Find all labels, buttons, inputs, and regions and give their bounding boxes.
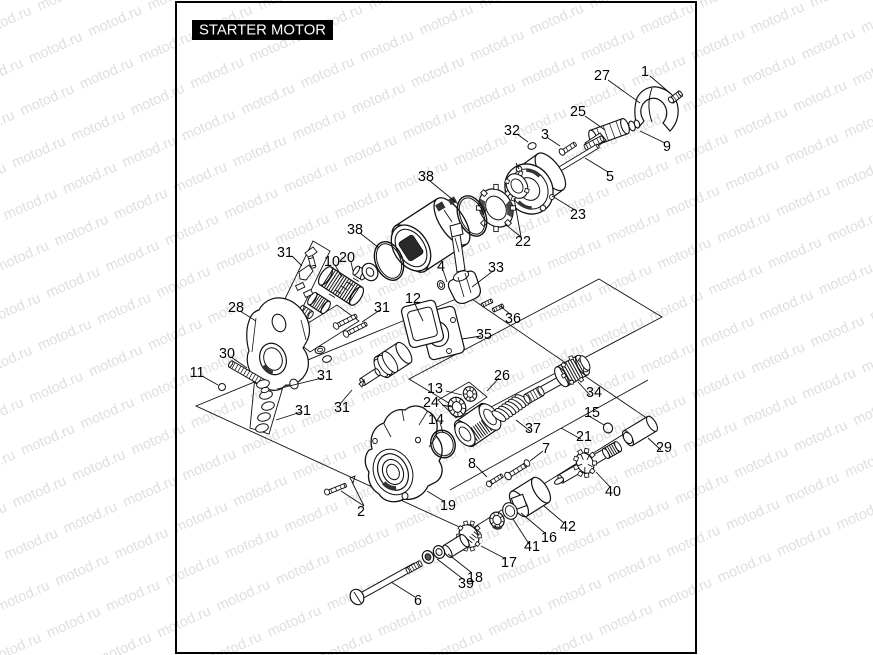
svg-text:17: 17 (501, 555, 517, 571)
svg-text:31: 31 (295, 403, 311, 419)
svg-text:15: 15 (584, 405, 600, 421)
svg-text:4: 4 (437, 259, 445, 275)
svg-text:38: 38 (418, 169, 434, 185)
svg-text:6: 6 (414, 593, 422, 609)
svg-text:24: 24 (423, 395, 439, 411)
svg-text:34: 34 (586, 385, 602, 401)
svg-text:31: 31 (374, 300, 390, 316)
svg-text:33: 33 (488, 260, 504, 276)
svg-text:18: 18 (467, 570, 483, 586)
svg-text:14: 14 (428, 412, 444, 428)
svg-text:5: 5 (606, 169, 614, 185)
svg-text:1: 1 (641, 64, 649, 80)
svg-text:27: 27 (594, 68, 610, 84)
svg-text:41: 41 (524, 539, 540, 555)
svg-text:30: 30 (219, 346, 235, 362)
svg-text:22: 22 (515, 234, 531, 250)
svg-text:39: 39 (458, 576, 474, 592)
svg-text:36: 36 (505, 311, 521, 327)
svg-text:37: 37 (525, 421, 541, 437)
svg-text:3: 3 (541, 127, 549, 143)
svg-text:31: 31 (277, 245, 293, 261)
svg-text:7: 7 (542, 441, 550, 457)
svg-text:25: 25 (570, 104, 586, 120)
svg-text:38: 38 (347, 222, 363, 238)
svg-text:28: 28 (228, 300, 244, 316)
svg-text:12: 12 (405, 291, 421, 307)
svg-text:23: 23 (570, 207, 586, 223)
svg-text:31: 31 (317, 368, 333, 384)
svg-text:32: 32 (504, 123, 520, 139)
svg-text:2: 2 (357, 504, 365, 520)
svg-text:42: 42 (560, 519, 576, 535)
svg-text:16: 16 (541, 530, 557, 546)
svg-text:STARTER MOTOR: STARTER MOTOR (199, 22, 326, 39)
svg-text:29: 29 (656, 440, 672, 456)
svg-text:10: 10 (324, 254, 340, 270)
svg-text:26: 26 (494, 368, 510, 384)
svg-text:9: 9 (663, 139, 671, 155)
svg-text:20: 20 (339, 250, 355, 266)
svg-text:13: 13 (427, 381, 443, 397)
svg-text:8: 8 (468, 456, 476, 472)
svg-text:35: 35 (476, 327, 492, 343)
svg-text:11: 11 (190, 365, 205, 381)
svg-text:19: 19 (440, 498, 456, 514)
svg-text:21: 21 (576, 429, 592, 445)
svg-text:40: 40 (605, 484, 621, 500)
svg-text:31: 31 (334, 400, 350, 416)
